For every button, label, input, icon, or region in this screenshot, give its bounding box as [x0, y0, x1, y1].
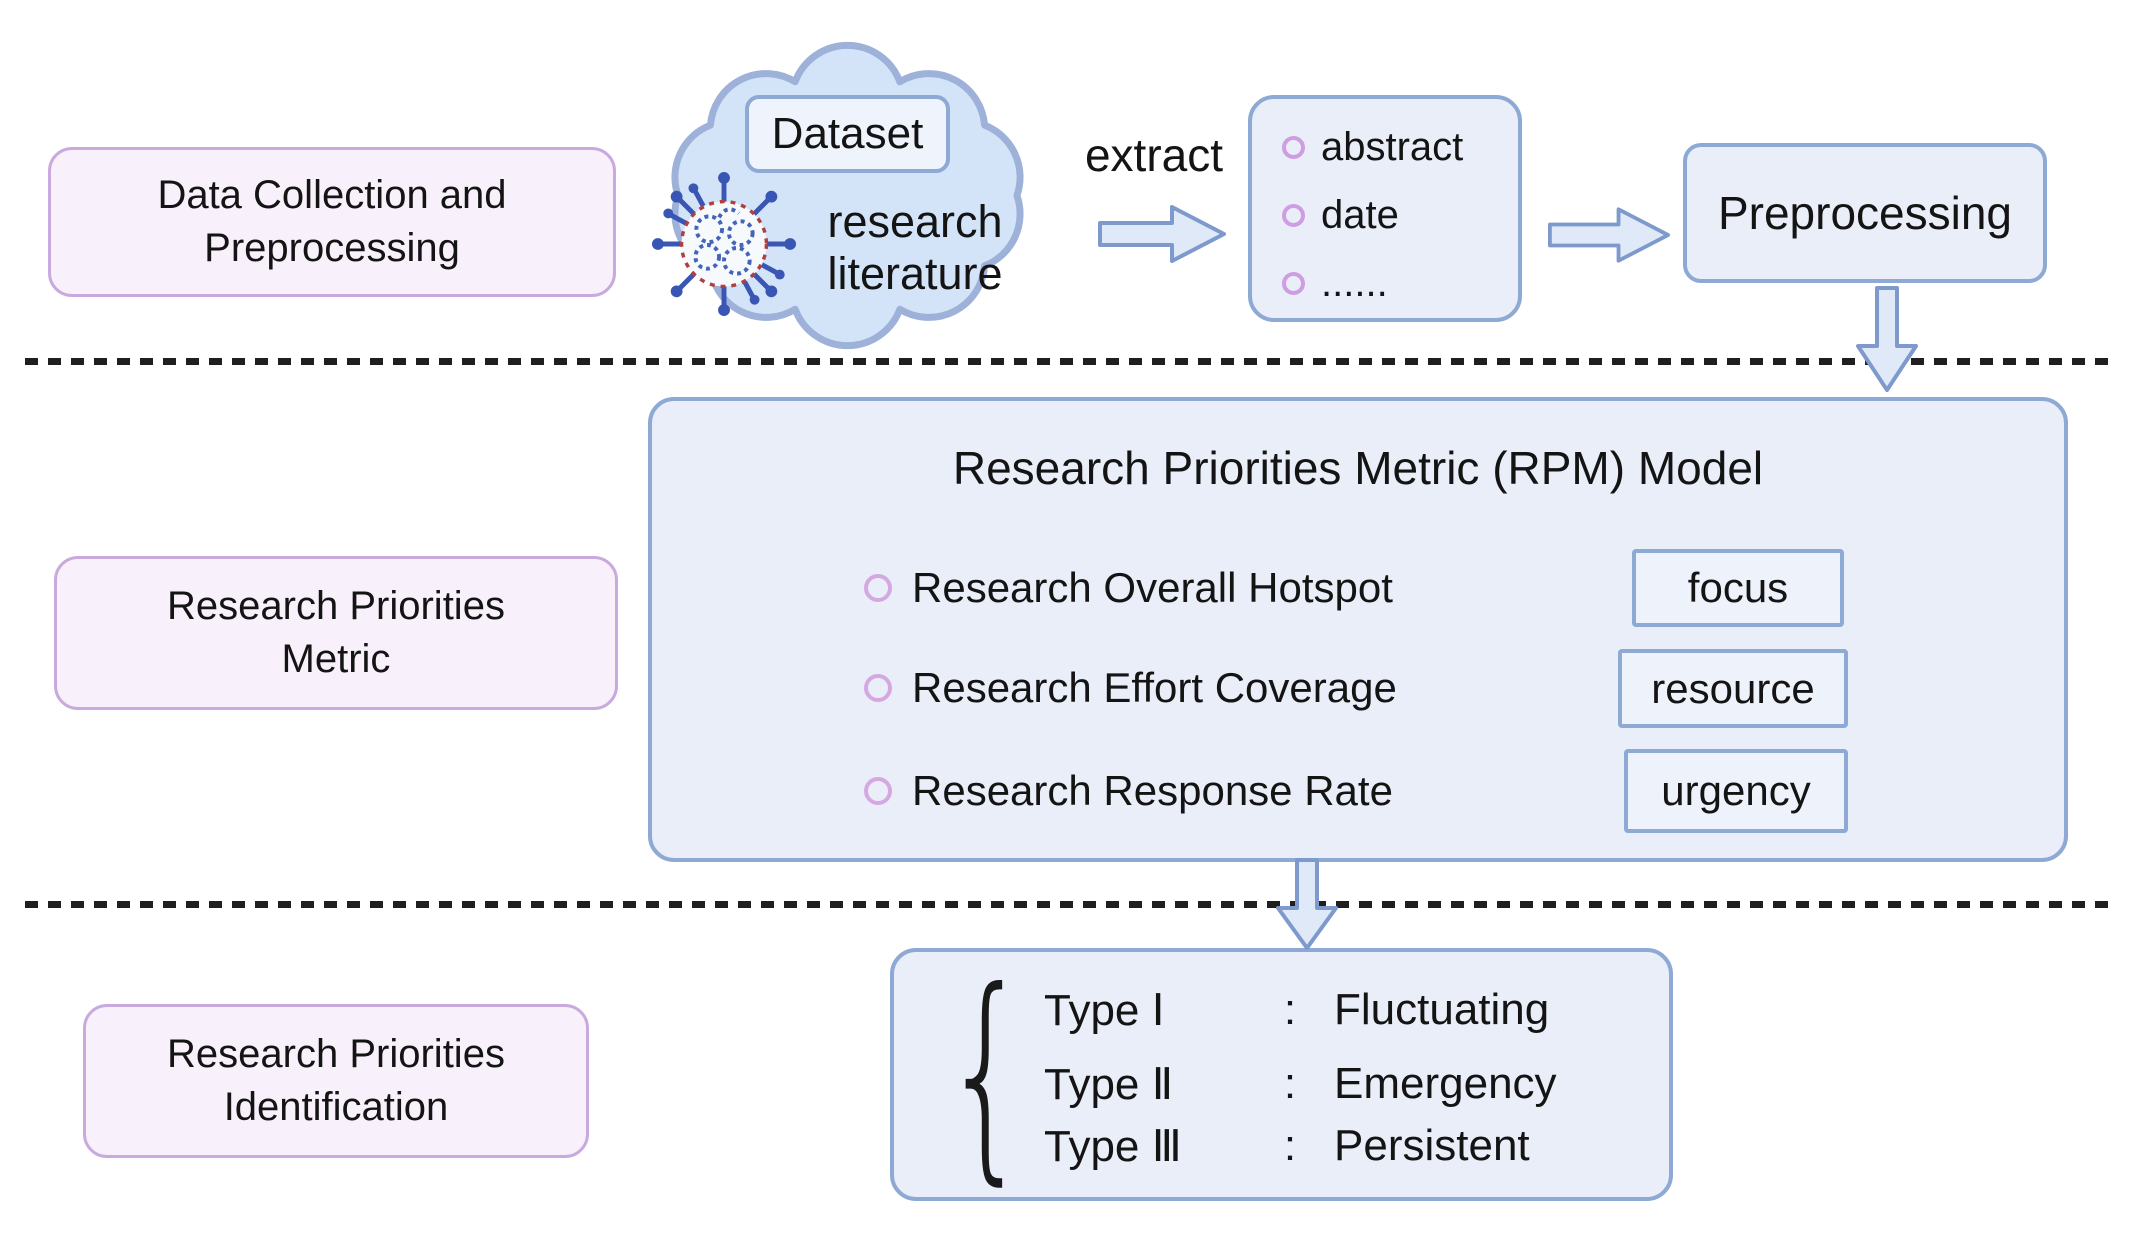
stage-label-rpm: Research Priorities Metric [54, 556, 618, 710]
bullet-icon [864, 674, 892, 702]
type-row: Type Ⅲ : Persistent [1044, 1120, 1530, 1172]
type-value: Fluctuating [1334, 985, 1550, 1034]
metric-label: Research Effort Coverage [912, 664, 1397, 711]
virus-icon [651, 171, 797, 317]
extract-label: extract [1084, 129, 1224, 181]
stage-label-identification: Research Priorities Identification [83, 1004, 589, 1158]
type-row: Type Ⅱ : Emergency [1044, 1058, 1557, 1110]
field-label: abstract [1321, 124, 1464, 169]
extract-arrow-icon [1098, 205, 1226, 263]
section-divider-2 [25, 901, 2110, 908]
type-colon: : [1283, 1059, 1297, 1108]
type-name: Type Ⅲ [1044, 1121, 1182, 1171]
type-name: Type Ⅱ [1044, 1059, 1174, 1109]
bullet-icon [1282, 271, 1305, 295]
metric-tag-focus: focus [1632, 549, 1844, 627]
brace-icon: { [942, 943, 1031, 1205]
metric-tag-urgency: urgency [1624, 749, 1848, 833]
field-row: date [1282, 191, 1518, 239]
down-arrow-icon [1276, 858, 1338, 950]
metric-label: Research Overall Hotspot [912, 564, 1393, 611]
type-colon: : [1283, 985, 1297, 1034]
field-row: ...... [1282, 259, 1518, 307]
field-label: ...... [1321, 260, 1388, 305]
metric-row: Research Response Rate [864, 767, 1393, 815]
cloud-caption: research literature [827, 196, 1003, 300]
type-row: Type Ⅰ : Fluctuating [1044, 984, 1549, 1036]
metric-label: Research Response Rate [912, 767, 1393, 814]
type-value: Emergency [1334, 1059, 1557, 1108]
rpm-model-box: Research Priorities Metric (RPM) Model R… [648, 397, 2068, 862]
type-name: Type Ⅰ [1044, 985, 1165, 1035]
bullet-icon [864, 574, 892, 602]
stage-label-data-collection: Data Collection and Preprocessing [48, 147, 616, 297]
field-label: date [1321, 192, 1399, 237]
section-divider-1 [25, 358, 2110, 365]
type-colon: : [1283, 1121, 1297, 1170]
priority-types-box: { Type Ⅰ : Fluctuating Type Ⅱ : Emergenc… [890, 948, 1673, 1201]
dataset-badge: Dataset [745, 95, 950, 173]
bullet-icon [864, 777, 892, 805]
field-row: abstract [1282, 123, 1518, 171]
bullet-icon [1282, 135, 1305, 159]
type-value: Persistent [1334, 1121, 1530, 1170]
preprocessing-box: Preprocessing [1683, 143, 2047, 283]
extracted-fields-box: abstract date ...... [1248, 95, 1522, 322]
flow-arrow-icon [1548, 207, 1670, 263]
bullet-icon [1282, 203, 1305, 227]
metric-tag-resource: resource [1618, 649, 1848, 728]
rpm-title: Research Priorities Metric (RPM) Model [952, 442, 1764, 494]
metric-row: Research Effort Coverage [864, 664, 1397, 712]
down-arrow-icon [1856, 286, 1918, 392]
metric-row: Research Overall Hotspot [864, 564, 1393, 612]
